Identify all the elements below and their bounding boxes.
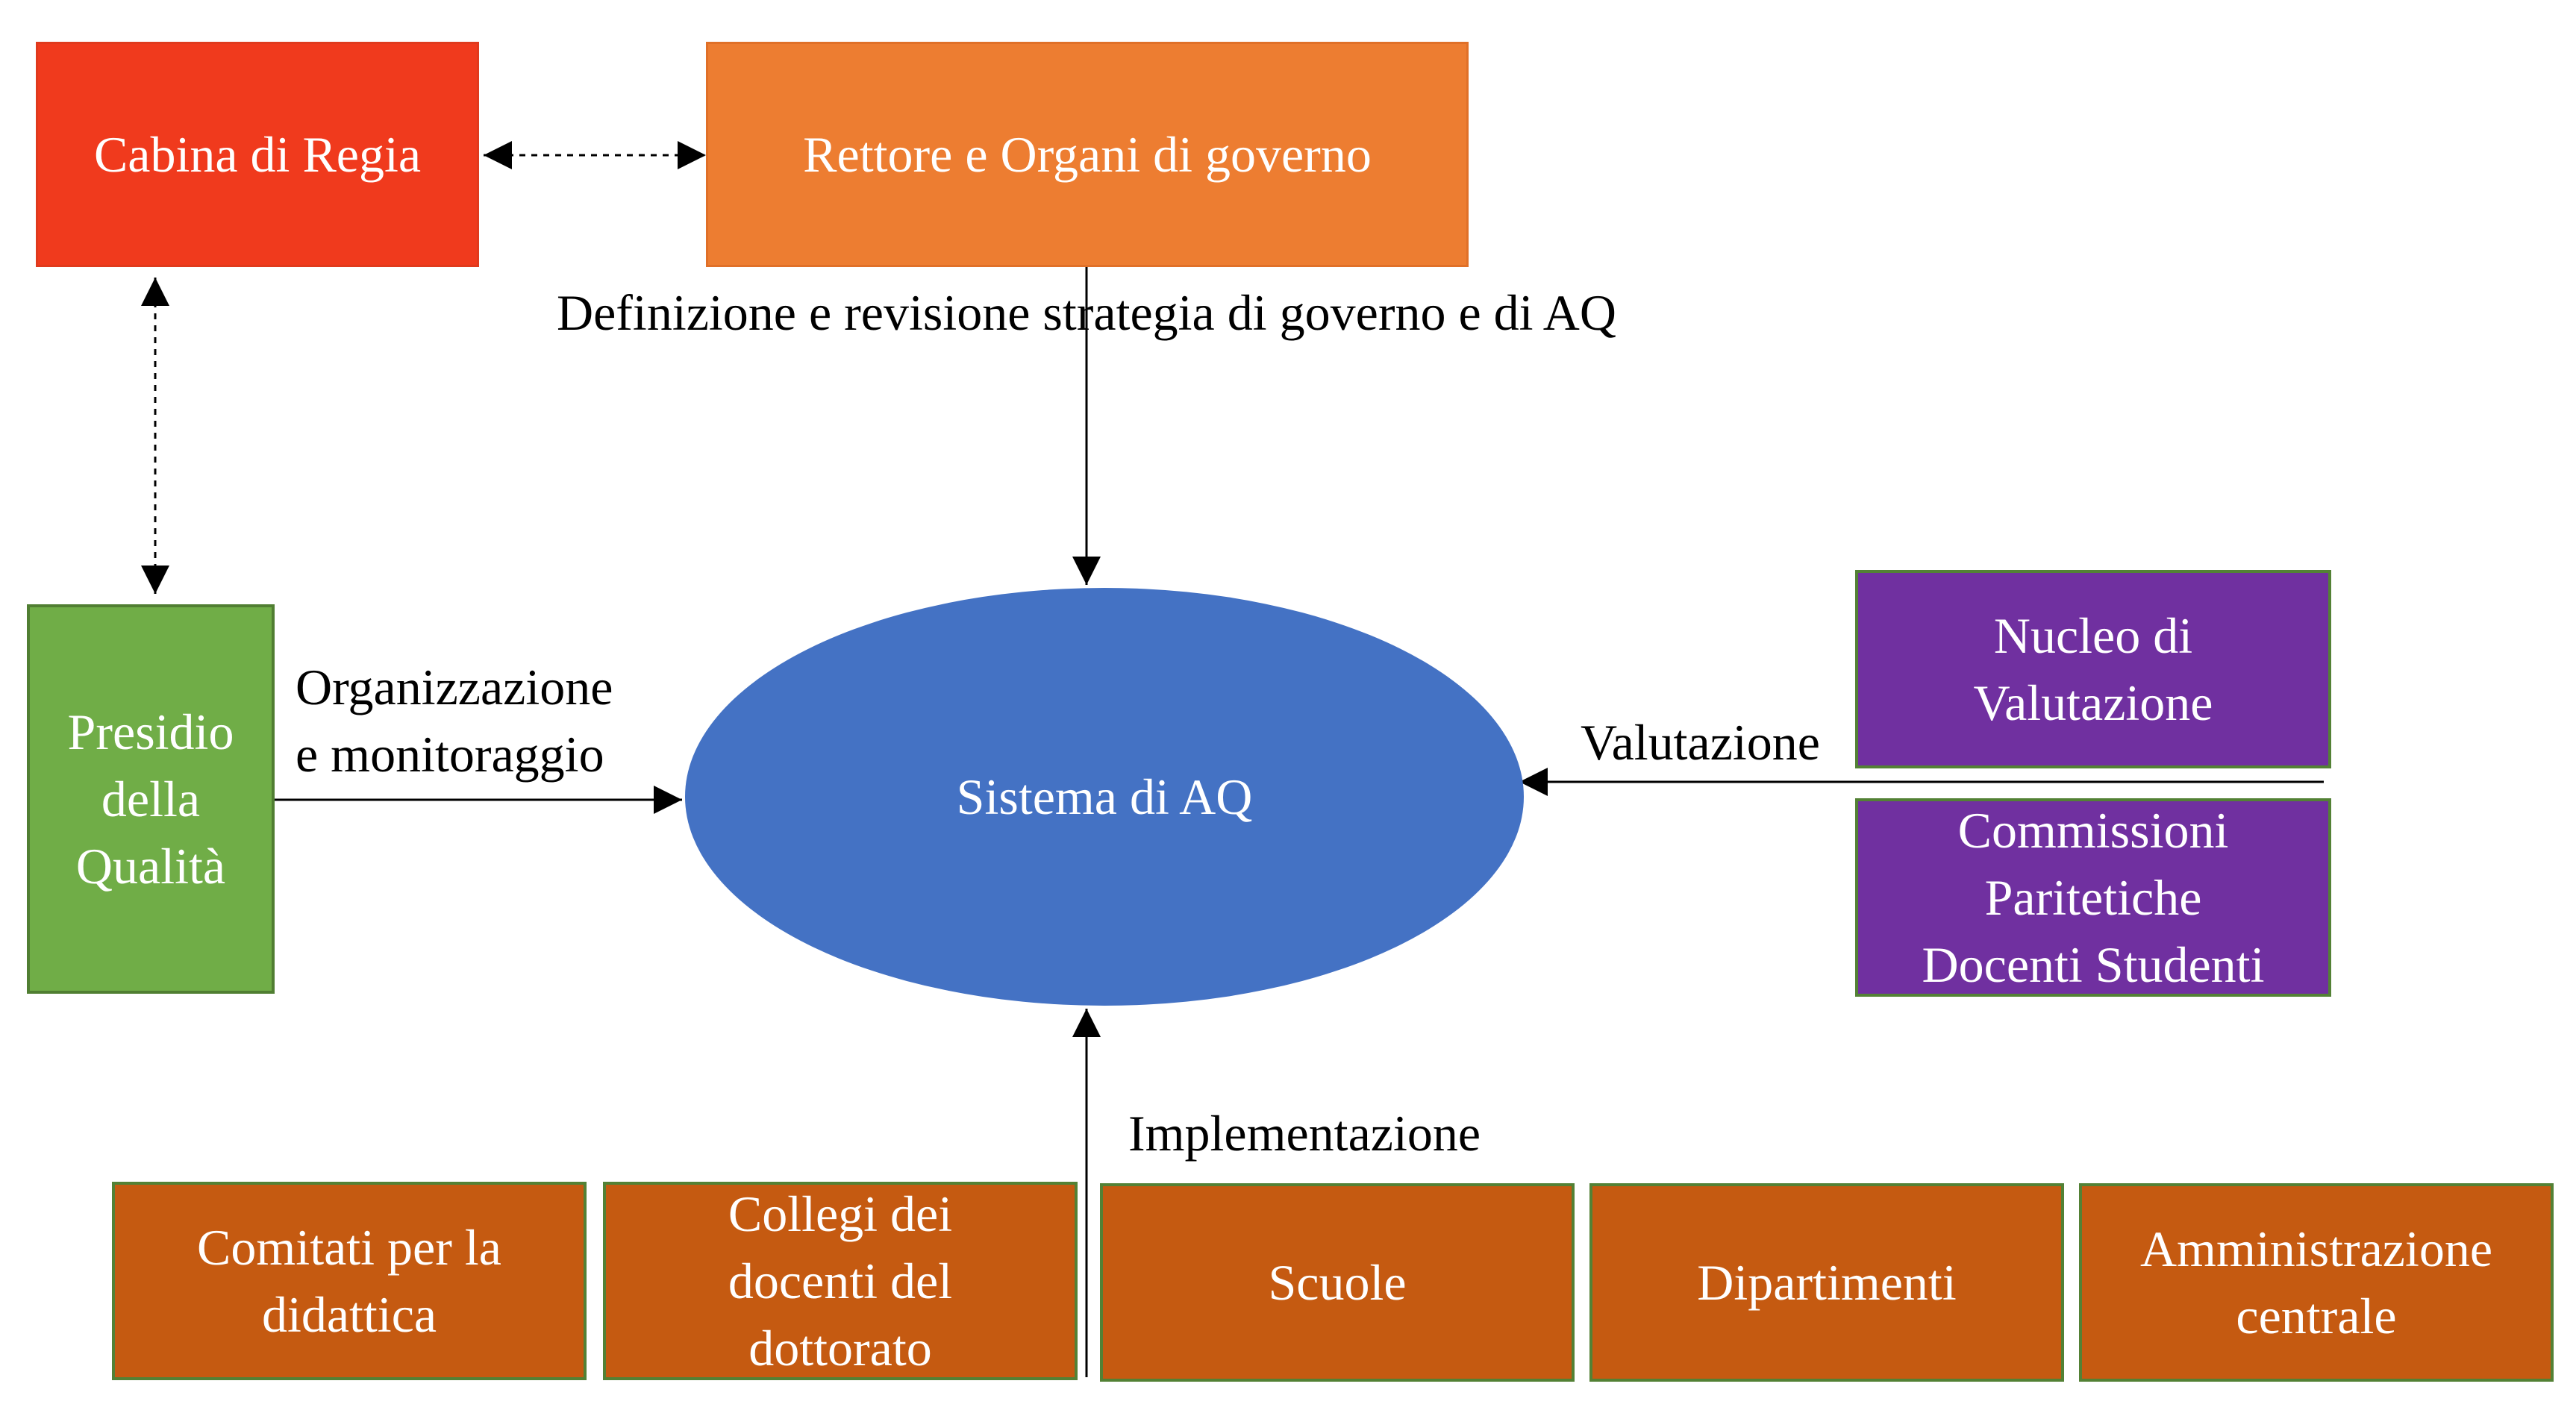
node-presidio: Presidio della Qualità — [27, 604, 275, 994]
node-dipartimenti-label: Dipartimenti — [1697, 1254, 1957, 1311]
node-amministrazione: Amministrazione centrale — [2079, 1183, 2554, 1382]
label-valutazione: Valutazione — [1581, 714, 1820, 771]
node-commissioni: Commissioni Paritetiche Docenti Studenti — [1855, 798, 2331, 997]
node-collegi: Collegi dei docenti del dottorato — [603, 1182, 1078, 1380]
node-comitati: Comitati per la didattica — [112, 1182, 587, 1380]
node-rettore: Rettore e Organi di governo — [706, 42, 1469, 267]
node-comitati-label: Comitati per la didattica — [197, 1219, 501, 1343]
node-collegi-label: Collegi dei docenti del dottorato — [728, 1185, 953, 1376]
node-commissioni-label: Commissioni Paritetiche Docenti Studenti — [1922, 802, 2265, 993]
node-amministrazione-label: Amministrazione centrale — [2139, 1221, 2493, 1344]
node-sistema-label: Sistema di AQ — [956, 768, 1253, 825]
label-implementazione: Implementazione — [1128, 1105, 1481, 1162]
node-cabina-di-regia: Cabina di Regia — [36, 42, 479, 267]
label-organizzazione: Organizzazione e monitoraggio — [296, 659, 613, 783]
node-scuole: Scuole — [1100, 1183, 1575, 1382]
label-definizione: Definizione e revisione strategia di gov… — [557, 284, 1616, 341]
node-rettore-label: Rettore e Organi di governo — [803, 126, 1372, 183]
node-cabina-label: Cabina di Regia — [93, 126, 422, 183]
node-nucleo-label: Nucleo di Valutazione — [1973, 607, 2213, 731]
node-nucleo-di-valutazione: Nucleo di Valutazione — [1855, 570, 2331, 768]
node-dipartimenti: Dipartimenti — [1589, 1183, 2064, 1382]
node-presidio-label: Presidio della Qualità — [67, 704, 234, 895]
node-scuole-label: Scuole — [1268, 1254, 1407, 1311]
node-sistema-di-aq: Sistema di AQ — [685, 588, 1524, 1006]
